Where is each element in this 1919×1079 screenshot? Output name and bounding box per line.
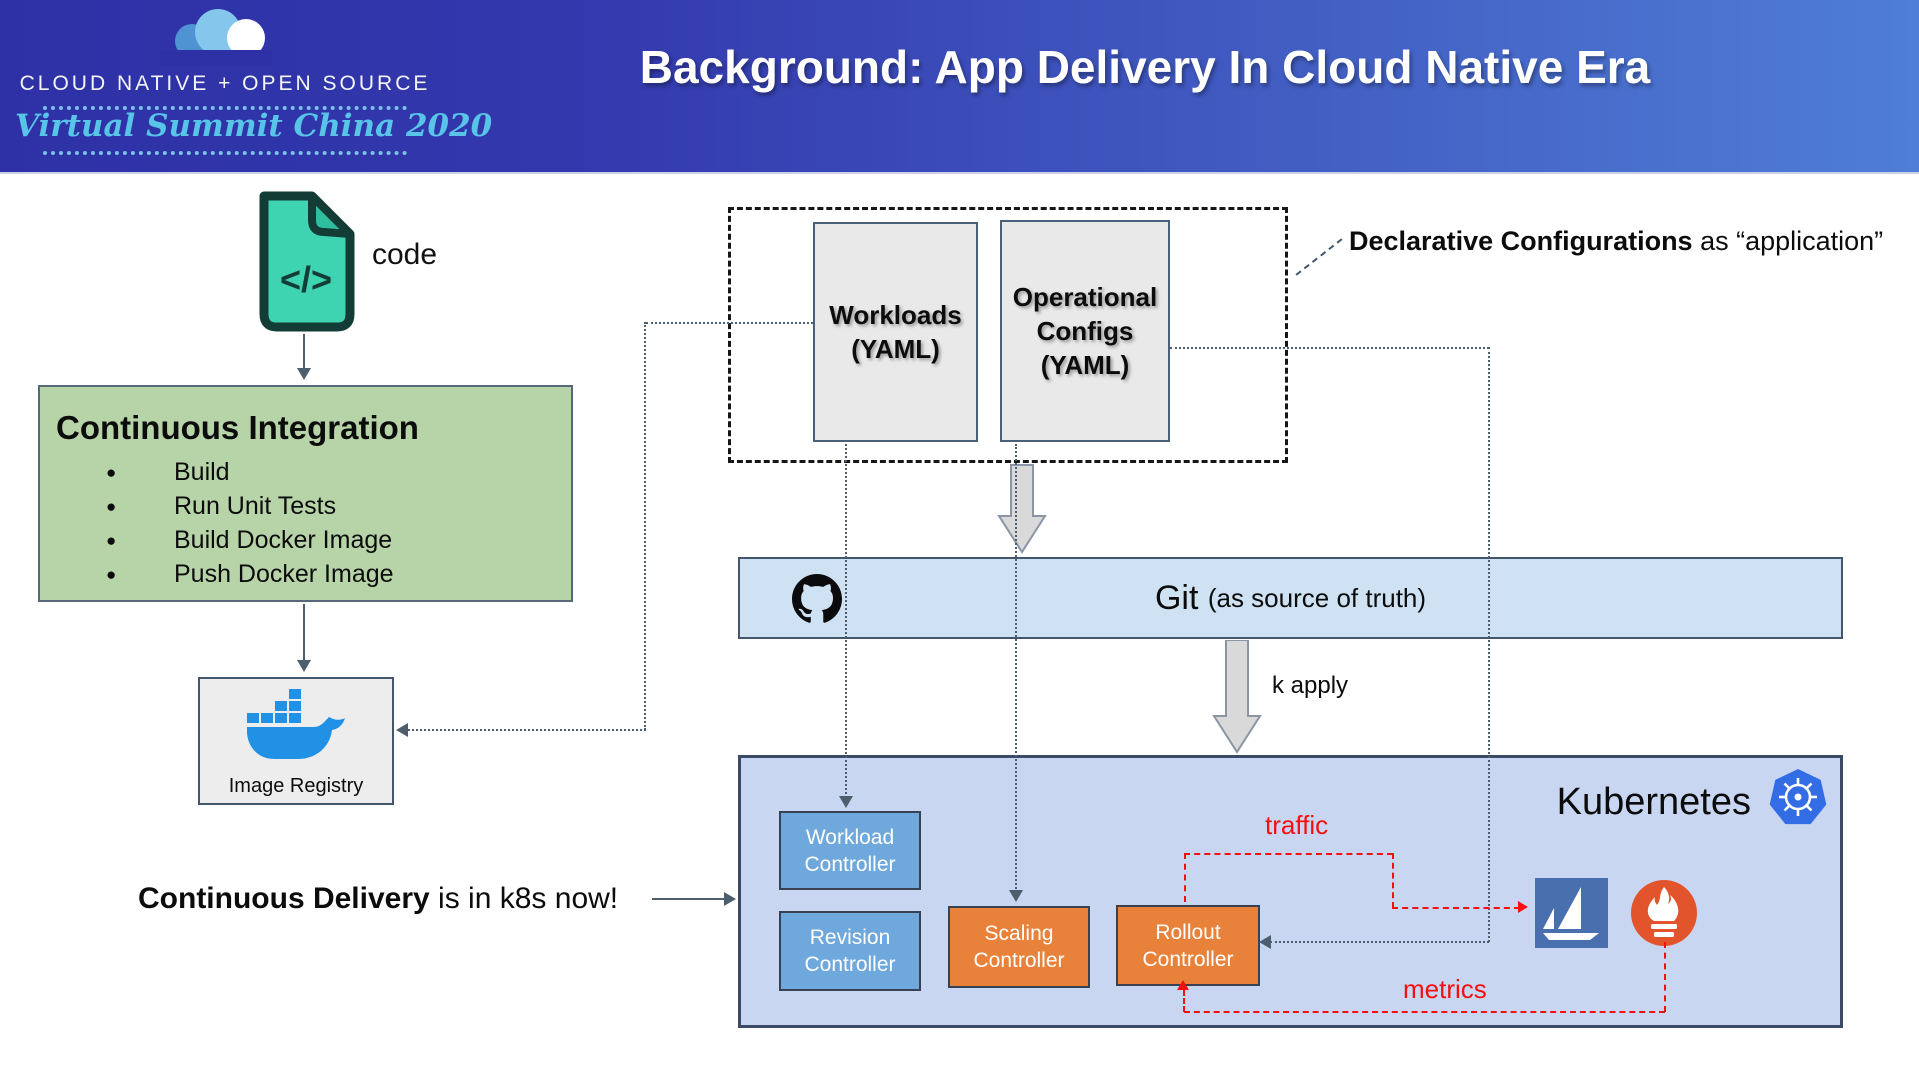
workloads-yaml-box: Workloads (YAML) [813, 222, 978, 442]
red-traffic-v2 [1392, 853, 1394, 908]
ci-task-list: Build Run Unit Tests Build Docker Image … [106, 455, 394, 592]
arrowhead-ci-to-registry [297, 660, 311, 672]
scaling-controller-line2: Controller [973, 949, 1065, 972]
cd-note-rest: is in k8s now! [429, 882, 619, 915]
docker-whale-icon [247, 689, 345, 759]
logo-text-top: CLOUD NATIVE + OPEN SOURCE [19, 72, 431, 95]
arrowhead-traffic-into-istio [1518, 901, 1528, 913]
rollout-controller-line1: Rollout [1155, 920, 1221, 944]
arrowhead-into-workload-controller [839, 796, 853, 808]
arrowhead-into-registry [396, 723, 408, 737]
ci-task: Push Docker Image [106, 557, 394, 592]
summit-logo: CLOUD NATIVE + OPEN SOURCE Virtual Summi… [15, 2, 493, 170]
header-banner: CLOUD NATIVE + OPEN SOURCE Virtual Summi… [0, 0, 1919, 174]
dotted-workloads-to-registry-h2 [408, 729, 646, 731]
red-traffic-v1 [1184, 853, 1186, 902]
workloads-line1: Workloads [829, 300, 962, 330]
prometheus-icon [1631, 880, 1697, 946]
arrow-cd-to-k8s [652, 898, 726, 900]
declarative-configs-group [728, 207, 1288, 463]
workload-controller-box: Workload Controller [779, 811, 921, 890]
red-metrics-v1 [1664, 942, 1666, 1012]
code-label: code [372, 238, 438, 271]
dotted-workloads-to-registry-h1 [646, 322, 813, 324]
git-subtitle: (as source of truth) [1207, 582, 1427, 613]
k-apply-label: k apply [1272, 672, 1349, 699]
dotted-opconfigs-to-rollout-h1 [1170, 347, 1489, 349]
annotation-rest: as “application” [1692, 226, 1884, 256]
declarative-configs-annotation: Declarative Configurations as “applicati… [1349, 226, 1883, 257]
arrowhead-into-rollout-controller [1259, 935, 1271, 949]
continuous-integration-box: Continuous Integration Build Run Unit Te… [38, 385, 573, 602]
workload-controller-line2: Controller [804, 852, 896, 876]
git-label: Git (as source of truth) [740, 559, 1841, 637]
rollout-controller-box: Rollout Controller [1116, 905, 1260, 986]
opconfigs-line1: Operational [1012, 282, 1158, 312]
rollout-controller-line2: Controller [1142, 947, 1234, 971]
revision-controller-line2: Controller [804, 953, 896, 976]
annotation-connector-line [1295, 238, 1343, 276]
block-arrow-configs-to-git [997, 464, 1047, 554]
dotted-configs-to-scaling-controller [1015, 444, 1017, 892]
arrowhead-cd-to-k8s [724, 892, 736, 906]
operational-configs-yaml-box: Operational Configs (YAML) [1000, 220, 1170, 442]
revision-controller-line1: Revision [809, 926, 891, 949]
logo-divider-bottom [43, 151, 407, 155]
arrow-ci-to-registry [303, 604, 305, 662]
ci-title: Continuous Integration [56, 409, 419, 446]
image-registry-box: Image Registry [198, 677, 394, 805]
kubernetes-box: Kubernetes Workload Controller Revision … [738, 755, 1843, 1028]
arrowhead-code-to-ci [297, 368, 311, 380]
opconfigs-line3: (YAML) [1040, 350, 1130, 380]
red-traffic-h2 [1392, 907, 1520, 909]
code-glyph: </> [280, 259, 332, 300]
kubernetes-icon [1769, 769, 1827, 825]
logo-text-script: Virtual Summit China 2020 [15, 108, 493, 144]
red-traffic-h1 [1184, 853, 1393, 855]
code-file-icon: </> [259, 191, 355, 332]
logo-divider-top [43, 106, 407, 110]
red-metrics-h [1184, 1011, 1665, 1013]
dotted-opconfigs-to-rollout-v [1488, 347, 1490, 942]
git-bar: Git (as source of truth) [738, 557, 1843, 639]
cd-note-bold: Continuous Delivery [138, 882, 430, 915]
revision-controller-box: Revision Controller [779, 911, 921, 991]
page-title: Background: App Delivery In Cloud Native… [639, 41, 1651, 93]
ci-task: Build Docker Image [106, 523, 394, 558]
scaling-controller-box: Scaling Controller [948, 906, 1090, 988]
istio-icon [1535, 878, 1608, 948]
workloads-line2: (YAML) [851, 334, 940, 364]
annotation-bold: Declarative Configurations [1349, 226, 1693, 256]
arrow-code-to-ci [303, 334, 305, 370]
workload-controller-line1: Workload [805, 825, 895, 849]
block-arrow-kapply [1212, 640, 1262, 754]
git-title: Git [1154, 578, 1208, 617]
github-icon [792, 574, 842, 623]
red-metrics-v2 [1183, 990, 1185, 1012]
metrics-label: metrics [1403, 974, 1487, 1004]
traffic-label: traffic [1265, 810, 1329, 840]
arrowhead-metrics-into-rollout [1177, 980, 1189, 990]
ci-task: Build [106, 455, 394, 490]
dotted-workloads-to-registry-v [644, 322, 646, 730]
dotted-opconfigs-to-rollout-h2 [1270, 941, 1489, 943]
cloud-icon [160, 9, 272, 66]
opconfigs-line2: Configs [1036, 316, 1134, 346]
kubernetes-label: Kubernetes [1556, 781, 1751, 823]
arrowhead-into-scaling-controller [1009, 890, 1023, 902]
image-registry-label: Image Registry [228, 775, 364, 797]
ci-task: Run Unit Tests [106, 489, 394, 524]
dotted-workloads-to-workload-controller [845, 444, 847, 798]
continuous-delivery-note: Continuous Delivery is in k8s now! [138, 882, 618, 916]
scaling-controller-line1: Scaling [984, 922, 1054, 945]
